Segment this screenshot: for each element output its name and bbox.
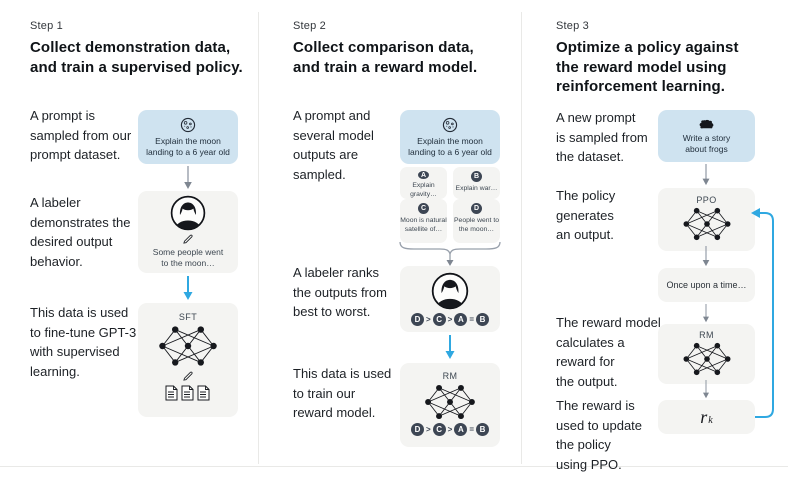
rank-chip: C xyxy=(432,313,446,326)
arrow-down-blue-icon xyxy=(445,335,455,359)
step1-caption-prompt: A prompt is sampled from our prompt data… xyxy=(30,108,132,162)
step2-prompt-text: Explain the moon landing to a 6 year old xyxy=(408,135,492,157)
rank-operator: > xyxy=(447,425,453,434)
rank-operator: = xyxy=(469,315,474,324)
rank-chip: B xyxy=(476,313,489,326)
step1-label: Step 1 xyxy=(30,20,64,32)
step3-caption-prompt: A new prompt is sampled from the dataset… xyxy=(556,110,648,164)
arrow-down-icon xyxy=(184,166,192,189)
rank-operator: > xyxy=(425,425,431,434)
step2-labeler-box: D > C > A = B xyxy=(400,266,500,332)
bottom-border xyxy=(0,466,788,467)
rank-chip: A xyxy=(454,423,468,436)
output-c-text: Moon is natural satellite of… xyxy=(400,217,447,233)
output-card-d: D People went to the moon… xyxy=(453,199,500,243)
reward-subscript: k xyxy=(708,415,713,426)
curly-brace-arrow-icon xyxy=(399,241,501,266)
pencil-icon xyxy=(183,371,193,381)
arrow-down-icon xyxy=(702,304,710,323)
documents-icon xyxy=(165,385,210,401)
moon-icon xyxy=(180,117,196,132)
rank-chip: C xyxy=(432,423,446,436)
frog-icon xyxy=(699,119,714,128)
ranking-row: D > C > A = B xyxy=(410,423,489,436)
output-a-text: Explain gravity… xyxy=(410,182,437,198)
step1-prompt-text: Explain the moon landing to a 6 year old xyxy=(146,135,230,157)
output-b-badge: B xyxy=(471,171,482,182)
rank-chip: A xyxy=(454,313,468,326)
rank-chip: B xyxy=(476,423,489,436)
output-c-badge: C xyxy=(418,203,429,214)
step3-prompt-card: Write a story about frogs xyxy=(658,110,755,162)
output-card-c: C Moon is natural satellite of… xyxy=(400,199,447,243)
feedback-loop-arrow-icon xyxy=(751,208,774,418)
step2-caption-prompt: A prompt and several model outputs are s… xyxy=(293,108,374,182)
neural-network-icon xyxy=(682,342,731,376)
neural-network-icon xyxy=(425,384,475,420)
step2-prompt-card: Explain the moon landing to a 6 year old xyxy=(400,110,500,164)
output-card-b: B Explain war… xyxy=(453,167,500,199)
step3-title: Optimize a policy against the reward mod… xyxy=(556,39,739,95)
arrow-down-icon xyxy=(702,380,710,399)
step2-caption-train: This data is used to train our reward mo… xyxy=(293,366,392,420)
reward-symbol: r xyxy=(700,406,708,427)
pencil-icon xyxy=(183,234,193,244)
person-icon xyxy=(170,195,206,231)
step1-labeler-output: Some people went to the moon… xyxy=(152,247,224,268)
step2-title: Collect comparison data, and train a rew… xyxy=(293,39,478,76)
step3-caption-reward: The reward model calculates a reward for… xyxy=(556,315,661,389)
step2-label: Step 2 xyxy=(293,20,327,32)
step3-output-text: Once upon a time… xyxy=(666,280,747,290)
step3-rm-box: RM xyxy=(658,324,755,384)
output-card-a: A Explain gravity… xyxy=(400,167,447,199)
neural-network-icon xyxy=(159,326,217,366)
step3-reward-box: r k xyxy=(658,400,755,434)
rank-operator: > xyxy=(425,315,431,324)
rank-chip: D xyxy=(410,423,424,436)
output-a-badge: A xyxy=(418,171,429,179)
arrow-down-icon xyxy=(702,246,710,267)
arrow-down-icon xyxy=(702,164,710,186)
rm-label: RM xyxy=(442,371,458,381)
rank-operator: = xyxy=(469,425,474,434)
moon-icon xyxy=(442,117,458,132)
column-divider-1 xyxy=(258,12,259,464)
sft-label: SFT xyxy=(178,312,198,322)
step2-rm-box: RM D > C > A = B xyxy=(400,363,500,447)
step1-caption-finetune: This data is used to fine-tune GPT-3 wit… xyxy=(30,305,137,379)
arrow-down-blue-icon xyxy=(183,276,193,300)
rank-chip: D xyxy=(410,313,424,326)
step3-prompt-text: Write a story about frogs xyxy=(682,132,731,154)
step1-labeler-box: Some people went to the moon… xyxy=(138,191,238,273)
ppo-label: PPO xyxy=(696,195,717,205)
step2-caption-rank: A labeler ranks the outputs from best to… xyxy=(293,265,387,319)
step3-caption-update: The reward is used to update the policy … xyxy=(556,398,643,472)
step3-label: Step 3 xyxy=(556,20,590,32)
ranking-row: D > C > A = B xyxy=(410,313,489,326)
neural-network-icon xyxy=(682,207,731,241)
step3-output-box: Once upon a time… xyxy=(658,268,755,302)
output-d-badge: D xyxy=(471,203,482,214)
step3-caption-policy: The policy generates an output. xyxy=(556,188,616,242)
step3-ppo-box: PPO xyxy=(658,188,755,251)
step1-prompt-card: Explain the moon landing to a 6 year old xyxy=(138,110,238,164)
step1-caption-labeler: A labeler demonstrates the desired outpu… xyxy=(30,195,131,269)
step1-title: Collect demonstration data, and train a … xyxy=(30,39,243,76)
rm-label: RM xyxy=(699,330,714,340)
output-b-text: Explain war… xyxy=(455,185,498,192)
output-d-text: People went to the moon… xyxy=(454,217,499,233)
step1-sft-box: SFT xyxy=(138,303,238,417)
column-divider-2 xyxy=(521,12,522,464)
rank-operator: > xyxy=(447,315,453,324)
person-icon xyxy=(431,272,469,310)
